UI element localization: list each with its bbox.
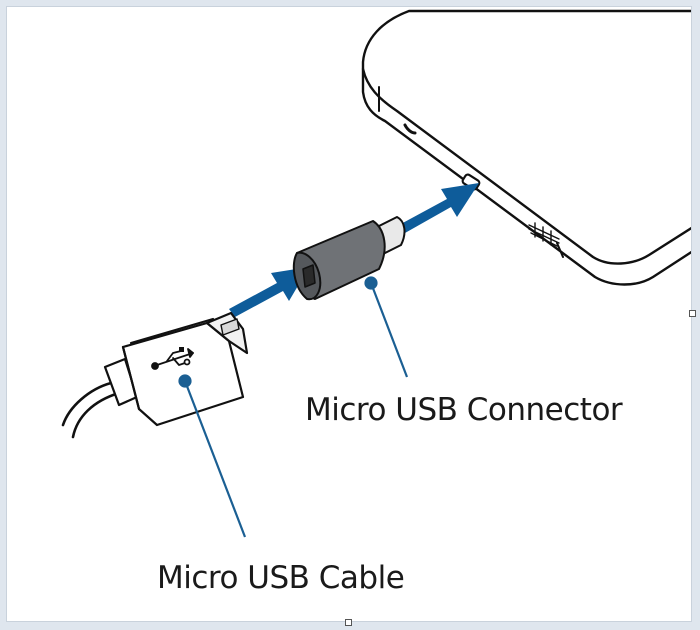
leader-lines — [178, 276, 409, 538]
phone-outline — [361, 9, 691, 286]
audio-jack — [403, 123, 417, 135]
micro-usb-cable-label: Micro USB Cable — [157, 560, 405, 596]
speaker-grille — [528, 222, 560, 247]
micro-usb-connector-label: Micro USB Connector — [305, 392, 623, 428]
cable-wire — [71, 391, 121, 439]
usb-symbol-icon — [151, 347, 194, 370]
micro-usb-cable-illustration — [61, 311, 249, 439]
cable-leader-line — [183, 380, 247, 538]
resize-handle-right[interactable] — [689, 310, 696, 317]
cable-plug-tip-slot — [220, 318, 240, 336]
phone-corner-seam — [556, 242, 564, 258]
connector-leader-dot — [364, 276, 378, 290]
phone-illustration — [361, 9, 691, 286]
connector-opening — [302, 264, 316, 288]
cable-leader-dot — [178, 374, 192, 388]
arrow-cable-to-connector-icon — [229, 267, 309, 317]
connector-leader-line — [369, 282, 409, 378]
resize-handle-bottom[interactable] — [345, 619, 352, 626]
usb-connection-diagram — [61, 9, 691, 538]
cable-wire-2 — [61, 381, 113, 427]
cable-plug-top-edge — [129, 317, 215, 345]
arrow-connector-to-phone-icon — [399, 183, 479, 233]
diagram-frame: Micro USB Connector Micro USB Cable — [6, 6, 692, 622]
cable-plug-edge — [121, 345, 141, 411]
phone-bottom-edge — [361, 67, 691, 265]
insertion-arrows — [229, 183, 479, 317]
micro-usb-connector-illustration — [292, 216, 406, 301]
